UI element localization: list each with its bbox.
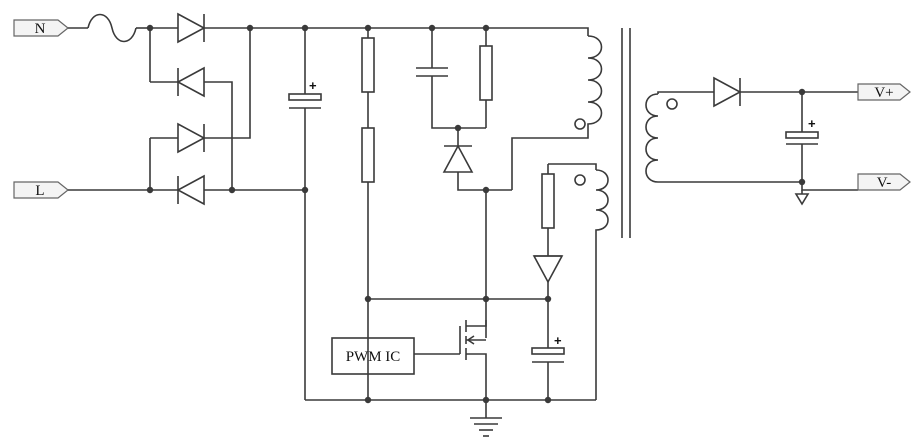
port-n: N [13,19,69,37]
output-capacitor-plus: + [808,116,816,131]
primary-winding [511,35,603,190]
vcc-net [368,295,552,303]
bulk-capacitor: + [288,24,322,400]
output-ground [794,182,858,206]
auxiliary-winding [532,163,609,400]
port-vminus: V- [857,173,911,191]
port-n-label: N [35,21,46,37]
vcc-capacitor: + [531,333,565,400]
port-vminus-label: V- [877,175,891,191]
fuse [68,13,150,43]
port-l-label: L [35,183,44,199]
primary-ground [305,396,596,437]
startup-resistors [361,24,375,400]
vcc-capacitor-plus: + [554,333,562,348]
bulk-capacitor-plus: + [309,78,317,93]
port-vplus: V+ [857,83,911,101]
output-diode [713,76,858,108]
rcd-snubber [416,24,512,194]
port-l: L [13,181,69,199]
output-capacitor: + [785,92,819,186]
transformer-core [621,28,631,238]
power-mosfet [459,320,487,400]
pwm-ic-label: PWM IC [346,349,401,365]
dc-bus-positive [250,27,589,36]
pwm-ic: PWM IC [331,337,460,375]
secondary-winding [645,91,802,183]
port-vplus-label: V+ [874,85,893,101]
bridge-rectifier [146,12,305,206]
